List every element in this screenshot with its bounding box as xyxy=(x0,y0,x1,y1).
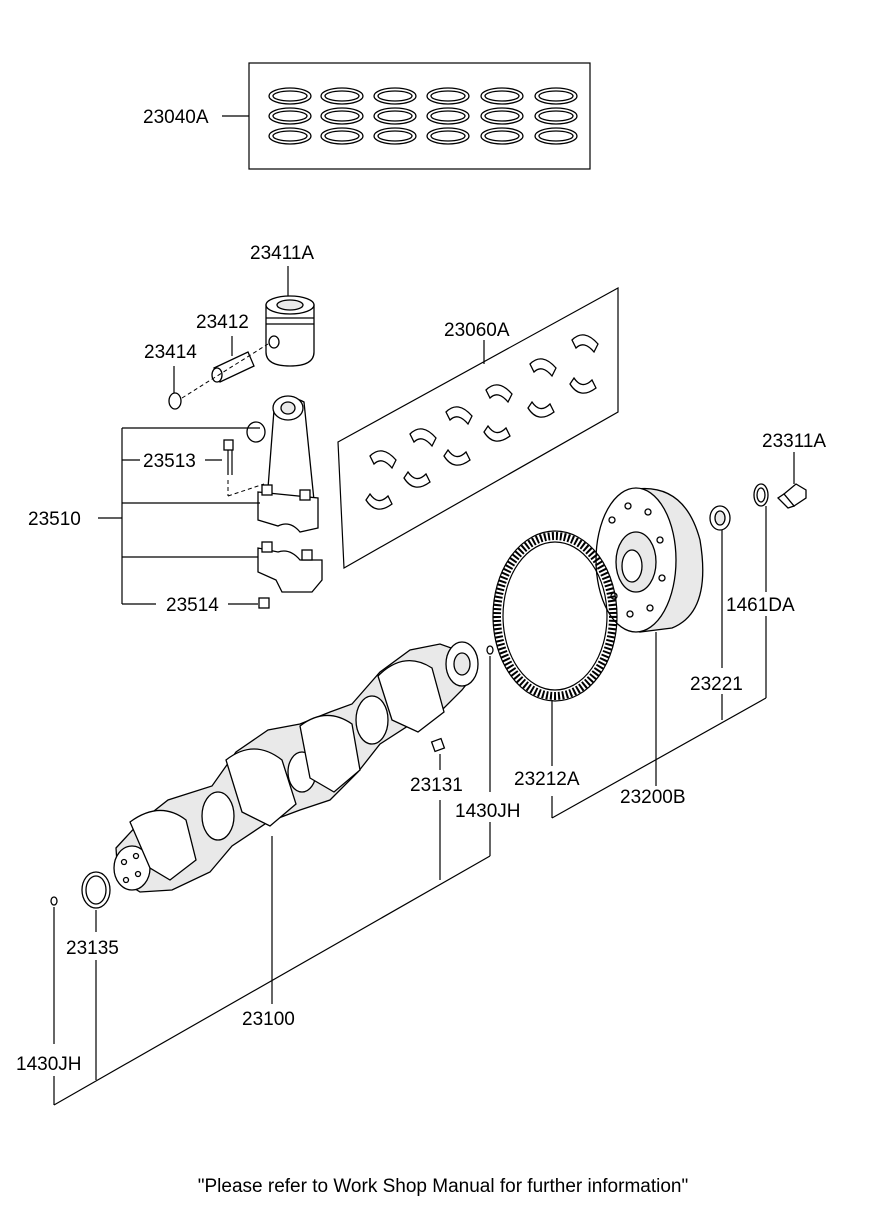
label-bearing-set: 23060A xyxy=(444,320,510,341)
label-flywheel-bolt: 23311A xyxy=(762,431,826,452)
label-snap-ring: 23414 xyxy=(144,342,197,363)
conrod-bushing xyxy=(246,421,266,443)
snap-ring-illustration xyxy=(168,392,182,410)
footer-note: "Please refer to Work Shop Manual for fu… xyxy=(197,1176,689,1197)
conrod-cap-illustration xyxy=(257,541,323,593)
bearing-set-box xyxy=(337,286,619,570)
label-dowel-right: 1430JH xyxy=(455,801,521,822)
conrod-bolt-illustration xyxy=(223,439,234,475)
label-piston: 23411A xyxy=(250,243,314,264)
label-conrod-bolt: 23513 xyxy=(143,451,196,472)
flywheel-group: 23311A 1461DA 23221 23200B xyxy=(492,431,826,819)
conrod-group: 23513 23510 23514 xyxy=(28,395,323,616)
ring-gear-illustration xyxy=(492,530,618,702)
crank-pin-illustration xyxy=(430,737,446,753)
conrod-nut-illustration xyxy=(258,597,270,609)
label-crankshaft: 23100 xyxy=(242,1009,295,1030)
dowel-right-illustration xyxy=(486,645,494,655)
dowel-left-illustration xyxy=(50,896,58,906)
label-piston-pin: 23412 xyxy=(196,312,249,333)
label-piston-ring-set: 23040A xyxy=(143,107,209,128)
bearing-set-group: 23060A xyxy=(337,286,619,570)
label-rear-seal: 23135 xyxy=(66,938,119,959)
label-conrod-nut: 23514 xyxy=(166,595,219,616)
piston-ring-set-group: 23040A xyxy=(143,62,591,170)
piston-illustration xyxy=(265,295,315,367)
label-flywheel: 23200B xyxy=(620,787,686,808)
flywheel-bolt-illustration xyxy=(776,483,807,509)
label-pilot-bearing: 23221 xyxy=(690,674,743,695)
pilot-bearing-illustration xyxy=(709,505,731,531)
piston-group: 23411A 23412 23414 xyxy=(144,243,315,410)
label-conrod-assy: 23510 xyxy=(28,509,81,530)
crankshaft-group: 23100 23131 1430JH 23135 1430JH xyxy=(16,641,521,1106)
label-dowel-left: 1430JH xyxy=(16,1054,82,1075)
label-ring-gear: 23212A xyxy=(514,769,580,790)
crankshaft-illustration xyxy=(113,641,479,893)
bearing-shells xyxy=(365,334,599,510)
piston-rings xyxy=(268,87,578,145)
label-washer: 1461DA xyxy=(726,595,795,616)
label-crank-pin: 23131 xyxy=(410,775,463,796)
conrod-illustration xyxy=(257,395,319,533)
